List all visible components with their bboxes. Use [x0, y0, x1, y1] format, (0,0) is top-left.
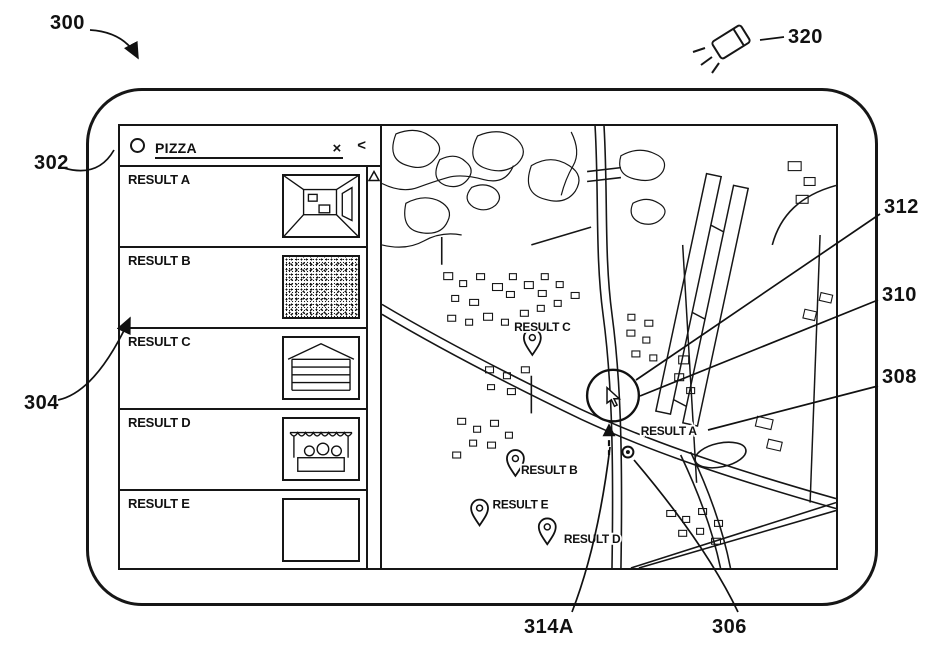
map-airport	[654, 172, 821, 503]
result-item-b[interactable]: RESULT B	[120, 248, 366, 329]
search-status-icon	[130, 138, 145, 153]
screen: PIZZA × < RESULT A	[118, 124, 838, 570]
map-label-result-d: RESULT D	[564, 532, 621, 546]
pin-result-e[interactable]	[470, 498, 489, 527]
map-label-result-b: RESULT B	[521, 463, 578, 477]
scroll-up-icon[interactable]	[368, 170, 380, 182]
results-list-wrap: RESULT A	[120, 167, 380, 568]
result-label: RESULT B	[128, 253, 191, 268]
collapse-panel-icon[interactable]: <	[357, 137, 366, 154]
map-view[interactable]: RESULT C RESULT A RESULT B RESULT E RESU…	[382, 126, 836, 568]
result-item-d[interactable]: RESULT D	[120, 410, 366, 491]
ref-label-300: 300	[50, 12, 85, 34]
map-roads	[382, 126, 836, 568]
ref-label-310: 310	[882, 284, 917, 306]
result-item-a[interactable]: RESULT A	[120, 167, 366, 248]
heading-arrow-icon	[602, 423, 616, 456]
result-item-c[interactable]: RESULT C	[120, 329, 366, 410]
result-thumbnail-empty	[282, 498, 360, 562]
map-terrain	[382, 129, 666, 248]
map-drawing: RESULT C RESULT A RESULT B RESULT E RESU…	[382, 126, 836, 568]
ref-label-304: 304	[24, 392, 59, 414]
pin-result-b[interactable]	[506, 449, 525, 478]
projector-icon	[692, 24, 751, 74]
result-label: RESULT D	[128, 415, 191, 430]
pin-result-d[interactable]	[537, 517, 557, 546]
result-thumbnail-texture	[282, 255, 360, 319]
ref-label-312: 312	[884, 196, 919, 218]
selected-pin[interactable]	[621, 445, 635, 459]
ref-label-308: 308	[882, 366, 917, 388]
result-label: RESULT E	[128, 496, 190, 511]
result-label: RESULT A	[128, 172, 190, 187]
ref-label-320: 320	[788, 26, 823, 48]
results-list: RESULT A	[120, 167, 366, 568]
result-thumbnail-garage	[282, 336, 360, 400]
device-frame: PIZZA × < RESULT A	[86, 88, 878, 606]
ref-label-302: 302	[34, 152, 69, 174]
search-input[interactable]: PIZZA ×	[155, 133, 344, 159]
clear-search-icon[interactable]: ×	[332, 139, 342, 157]
result-item-e[interactable]: RESULT E	[120, 491, 366, 568]
ref-label-306: 306	[712, 616, 747, 638]
map-label-result-c: RESULT C	[514, 320, 571, 334]
selection-circle	[585, 368, 641, 423]
result-label: RESULT C	[128, 334, 191, 349]
pin-result-c[interactable]	[522, 328, 542, 357]
map-label-result-e: RESULT E	[493, 498, 549, 512]
scrollbar[interactable]	[366, 167, 380, 568]
search-results-panel: PIZZA × < RESULT A	[120, 126, 382, 568]
leader-320	[759, 36, 785, 41]
search-bar[interactable]: PIZZA × <	[120, 126, 380, 167]
map-buildings	[443, 161, 834, 545]
map-pins	[470, 328, 557, 546]
map-cursor-icon[interactable]	[606, 385, 622, 408]
result-thumbnail-room	[282, 174, 360, 238]
search-query-text: PIZZA	[155, 139, 197, 156]
ref-label-314A: 314A	[524, 616, 574, 638]
result-thumbnail-shop	[282, 417, 360, 481]
leader-300	[89, 29, 139, 60]
map-label-result-a: RESULT A	[641, 424, 698, 438]
